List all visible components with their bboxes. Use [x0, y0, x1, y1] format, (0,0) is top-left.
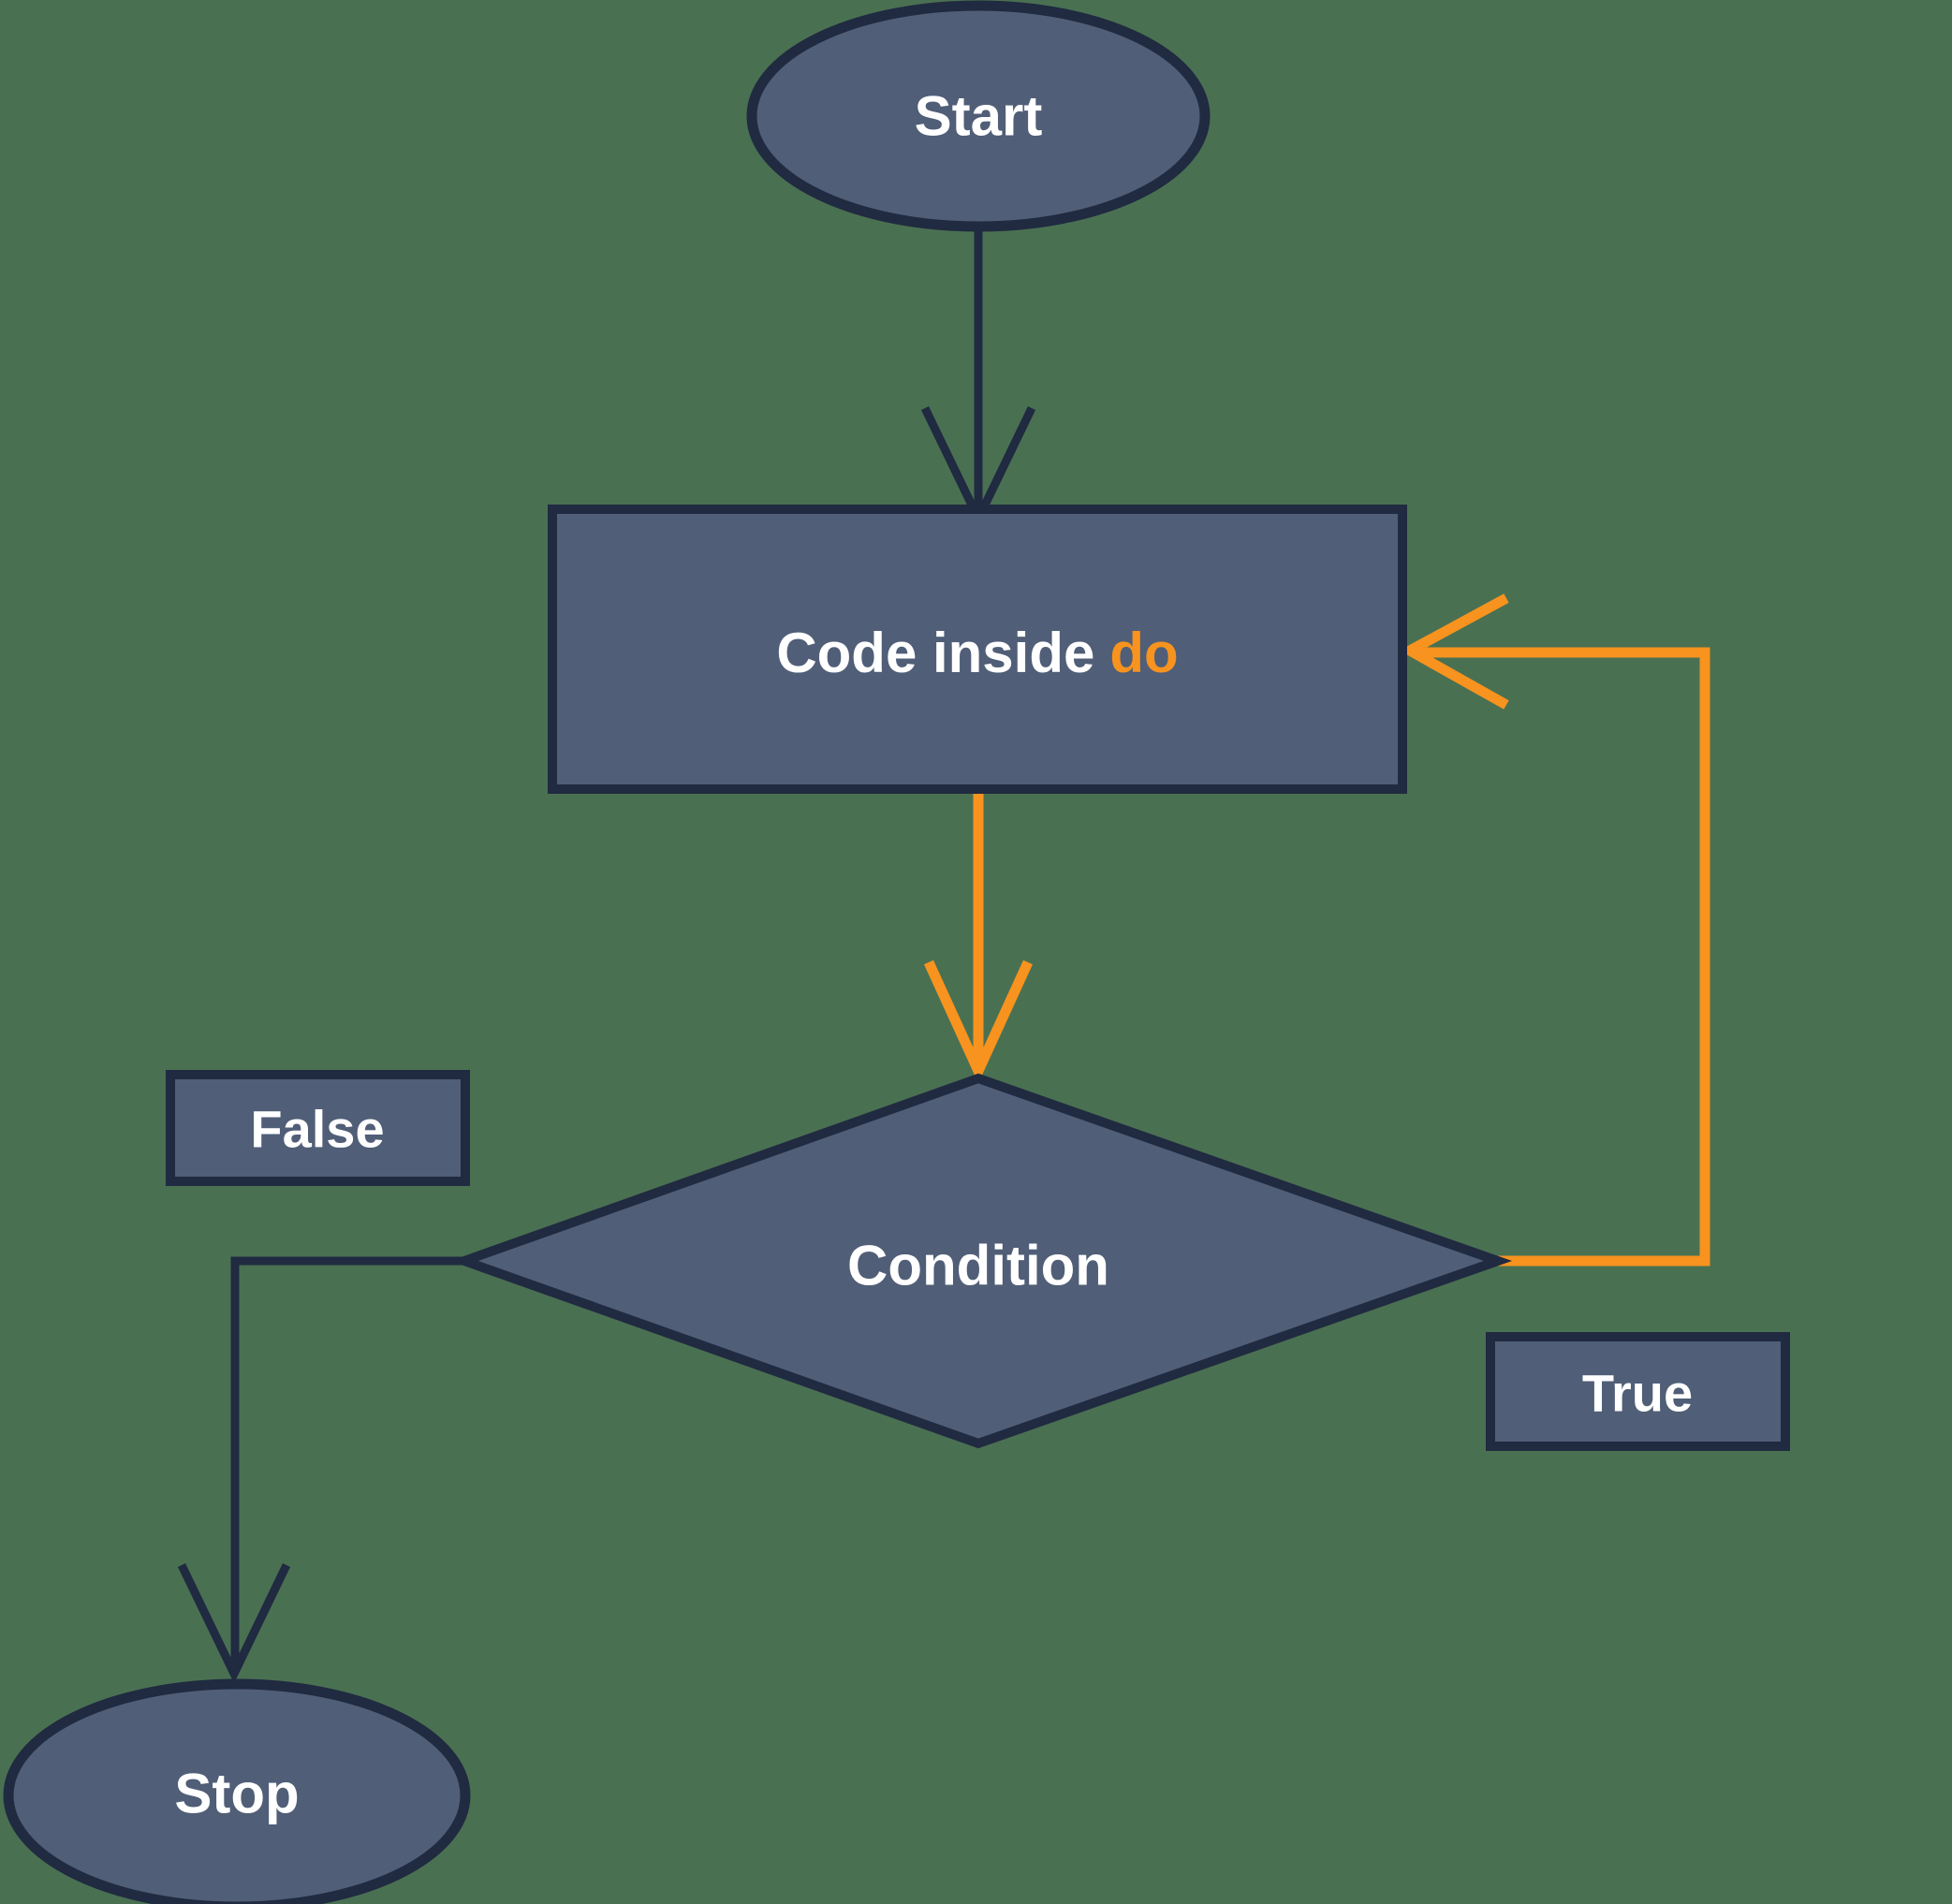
do-keyword: do: [1109, 622, 1178, 684]
true-label: True: [1582, 1364, 1693, 1423]
condition-node: Condition: [450, 1073, 1513, 1449]
stop-label: Stop: [174, 1763, 299, 1825]
arrow-start-to-process: [920, 225, 1036, 529]
condition-label: Condition: [847, 1235, 1109, 1297]
arrow-process-to-condition: [923, 792, 1034, 1084]
true-label-box: True: [1486, 1332, 1790, 1451]
process-label-text: Code inside: [776, 622, 1094, 684]
false-label-box: False: [166, 1070, 470, 1186]
stop-node: Stop: [3, 1678, 471, 1904]
start-node: Start: [746, 0, 1211, 232]
arrow-condition-true-loop: [1399, 593, 1710, 1267]
false-label: False: [250, 1100, 384, 1159]
start-label: Start: [915, 85, 1043, 148]
arrow-condition-false-to-stop: [177, 1256, 464, 1684]
